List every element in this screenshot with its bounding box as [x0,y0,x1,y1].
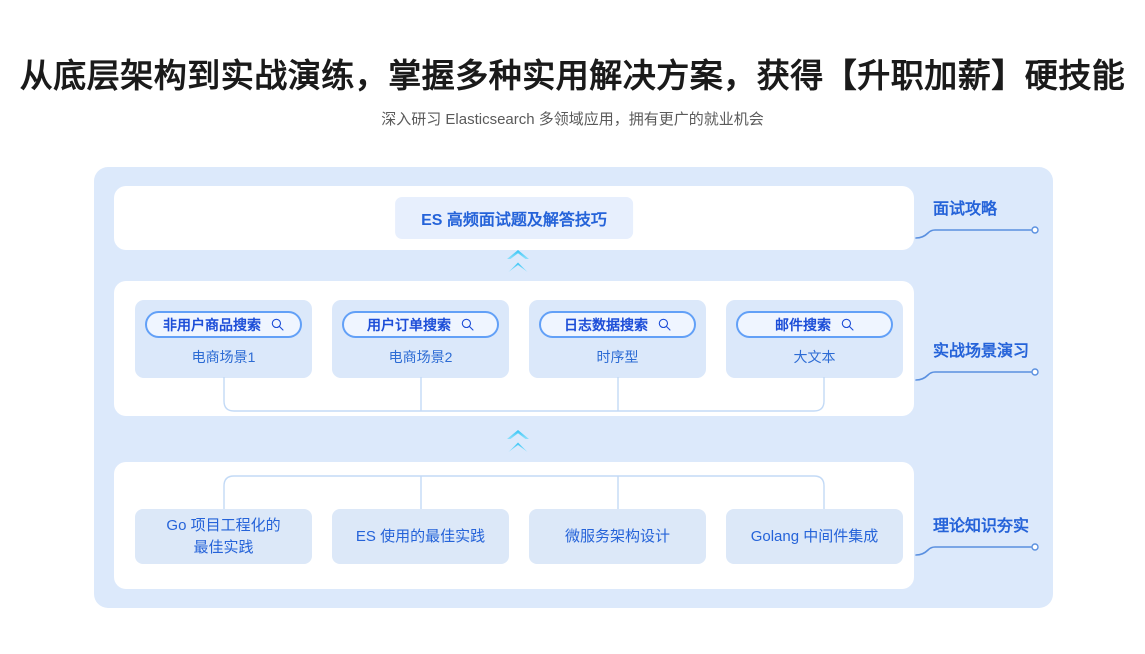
theory-label-2: ES 使用的最佳实践 [355,527,486,545]
scenario-label-4: 邮件搜索 [775,316,831,333]
theory-label-1: Go 项目工程化的最佳实践 [166,516,281,556]
scenario-sub-3: 时序型 [596,349,639,365]
branch-practice: 实战场景演习 [915,337,1045,387]
search-icon [271,318,284,331]
scenario-card-2[interactable]: 用户订单搜索 电商场景2 [332,300,509,378]
search-pill-2[interactable]: 用户订单搜索 [342,311,499,338]
branch-connector-3 [915,543,1039,556]
search-icon [658,318,671,331]
theory-card-4[interactable]: Golang 中间件集成 [726,509,903,564]
section-card-practice: 非用户商品搜索 电商场景1 用户订单搜索 [114,281,914,416]
interview-topic-pill[interactable]: ES 高频面试题及解答技巧 [395,197,633,239]
double-chevron-up-icon [502,248,534,278]
scenario-label-3: 日志数据搜索 [564,316,648,333]
branch-interview: 面试攻略 [915,195,1045,245]
search-icon [461,318,474,331]
branch-label-practice: 实战场景演习 [933,343,1030,360]
theory-label-4: Golang 中间件集成 [750,527,879,545]
connector-theory [223,475,825,510]
theory-label-3: 微服务架构设计 [564,527,670,545]
branch-label-interview: 面试攻略 [933,201,998,218]
theory-card-1[interactable]: Go 项目工程化的最佳实践 [135,509,312,564]
page-title: 从底层架构到实战演练，掌握多种实用解决方案，获得【升职加薪】硬技能 [19,57,1126,94]
scenario-card-1[interactable]: 非用户商品搜索 电商场景1 [135,300,312,378]
search-pill-4[interactable]: 邮件搜索 [736,311,893,338]
scenario-sub-2: 电商场景2 [388,349,453,365]
scenario-card-4[interactable]: 邮件搜索 大文本 [726,300,903,378]
section-card-interview: ES 高频面试题及解答技巧 [114,186,914,250]
double-chevron-up-icon [502,428,534,458]
theory-card-3[interactable]: 微服务架构设计 [529,509,706,564]
branch-label-theory: 理论知识夯实 [933,518,1030,535]
scenario-card-3[interactable]: 日志数据搜索 时序型 [529,300,706,378]
branch-connector-2 [915,368,1039,381]
theory-card-2[interactable]: ES 使用的最佳实践 [332,509,509,564]
scenario-sub-4: 大文本 [793,349,836,365]
scenario-sub-1: 电商场景1 [191,349,256,365]
search-pill-3[interactable]: 日志数据搜索 [539,311,696,338]
search-icon [841,318,854,331]
scenario-label-2: 用户订单搜索 [367,316,451,333]
section-card-theory: Go 项目工程化的最佳实践 ES 使用的最佳实践 微服务架构设计 Golang … [114,462,914,589]
branch-connector-1 [915,226,1039,239]
connector-practice [223,377,825,412]
page-subtitle: 深入研习 Elasticsearch 多领域应用，拥有更广的就业机会 [381,111,764,128]
search-pill-1[interactable]: 非用户商品搜索 [145,311,302,338]
roadmap-panel: ES 高频面试题及解答技巧 非用户商品搜索 电商场景1 [94,167,1053,608]
scenario-label-1: 非用户商品搜索 [163,316,261,333]
branch-theory: 理论知识夯实 [915,512,1045,562]
